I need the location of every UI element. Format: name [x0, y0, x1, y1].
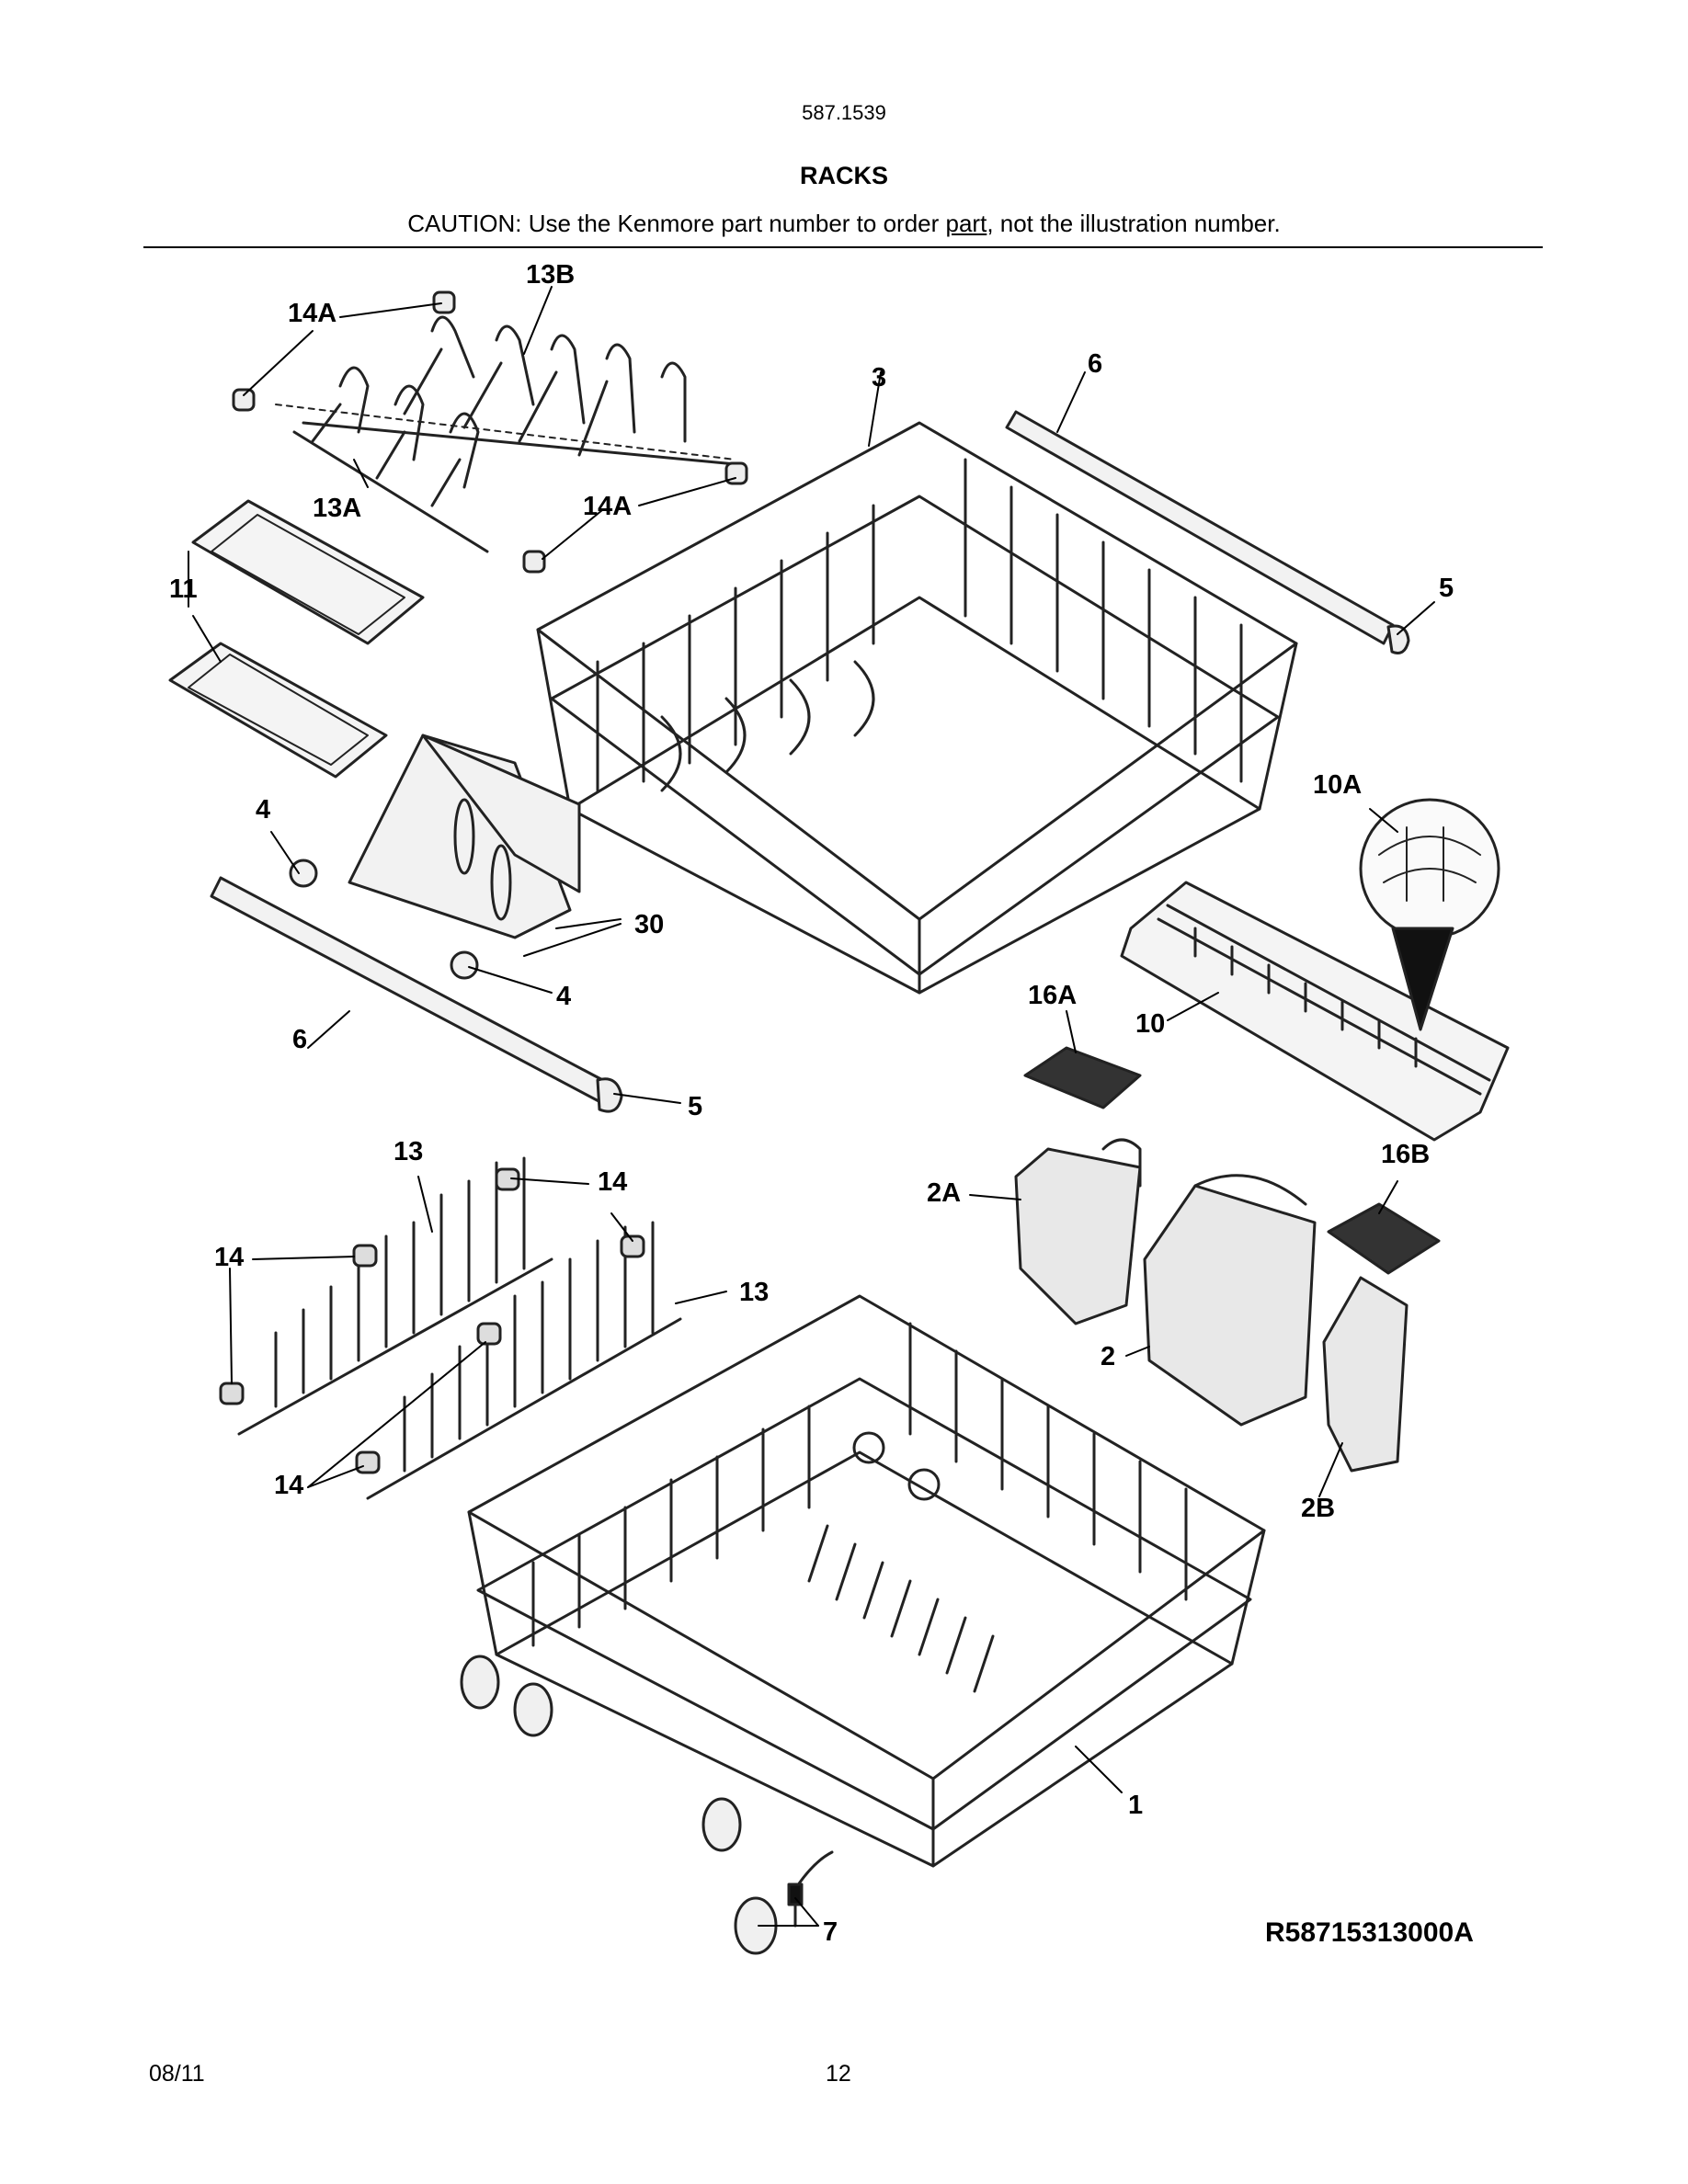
callout-2b: 2B — [1301, 1494, 1336, 1523]
callout-13-top: 13 — [393, 1137, 424, 1166]
callout-2a: 2A — [927, 1178, 962, 1208]
callout-5-top: 5 — [1439, 574, 1454, 603]
callout-13-right: 13 — [739, 1278, 770, 1307]
basket-lid-16b — [1327, 1202, 1441, 1275]
callout-11: 11 — [169, 574, 198, 604]
wheel-icon — [460, 1655, 778, 1955]
upper-rack-3 — [536, 421, 1298, 995]
diagram-reference-number: R58715313000A — [1265, 1917, 1474, 1948]
callout-16b: 16B — [1381, 1140, 1431, 1169]
callout-6-top: 6 — [1088, 349, 1103, 379]
tine-row-13-bottom — [366, 1221, 682, 1500]
callout-30: 30 — [634, 910, 665, 939]
page-title: RACKS — [799, 162, 888, 189]
caution-text-end: , not the illustration number. — [987, 210, 1281, 237]
clip-icon — [232, 290, 748, 574]
callout-14-top: 14 — [598, 1167, 628, 1197]
callout-13b: 13B — [526, 260, 576, 290]
axle-7 — [787, 1850, 834, 1928]
model-number: 587.1539 — [802, 101, 886, 124]
callout-7: 7 — [823, 1917, 838, 1947]
upper-tine-assembly-13b — [275, 315, 737, 466]
basket-lid-16a — [1023, 1046, 1142, 1109]
bracket-30 — [289, 734, 581, 980]
tine-clip-14 — [219, 1167, 645, 1474]
rack-rail-6-top — [1005, 410, 1410, 654]
callout-10a: 10A — [1313, 770, 1363, 800]
caution-text-start: CAUTION: Use the Kenmore part number to … — [407, 210, 946, 237]
tray-11 — [168, 499, 425, 779]
lower-rack-1 — [467, 1294, 1266, 1868]
callout-2: 2 — [1101, 1342, 1116, 1371]
silverware-basket-2 — [1143, 1174, 1317, 1427]
callout-14-left: 14 — [214, 1243, 245, 1272]
lower-tine-assembly-13a — [292, 366, 489, 553]
caution-underlined-word: part — [945, 210, 987, 237]
header-rule — [143, 246, 1543, 248]
callout-1: 1 — [1128, 1791, 1144, 1820]
callout-14a-top: 14A — [288, 299, 337, 328]
leader-lines — [188, 286, 1435, 1927]
cutlery-tray-10 — [1120, 798, 1510, 1142]
callout-6-bottom: 6 — [292, 1025, 308, 1054]
footer-date: 08/11 — [149, 2061, 205, 2087]
callout-10: 10 — [1135, 1009, 1166, 1039]
rack-rail-6-bottom — [210, 876, 623, 1113]
callout-4-top: 4 — [256, 795, 271, 825]
page-number: 12 — [826, 2061, 851, 2087]
silverware-basket-2b — [1322, 1276, 1409, 1473]
callout-5-bottom: 5 — [688, 1092, 703, 1121]
callout-13a: 13A — [313, 494, 362, 523]
caution-note: CAUTION: Use the Kenmore part number to … — [0, 210, 1688, 238]
callout-4-bottom: 4 — [556, 982, 572, 1011]
callout-14a-mid: 14A — [583, 492, 633, 521]
callout-14-bottom: 14 — [274, 1471, 304, 1500]
silverware-basket-2a — [1014, 1138, 1142, 1325]
callout-16a: 16A — [1028, 981, 1078, 1010]
callout-3: 3 — [872, 363, 887, 392]
tine-row-13-top — [237, 1156, 553, 1436]
